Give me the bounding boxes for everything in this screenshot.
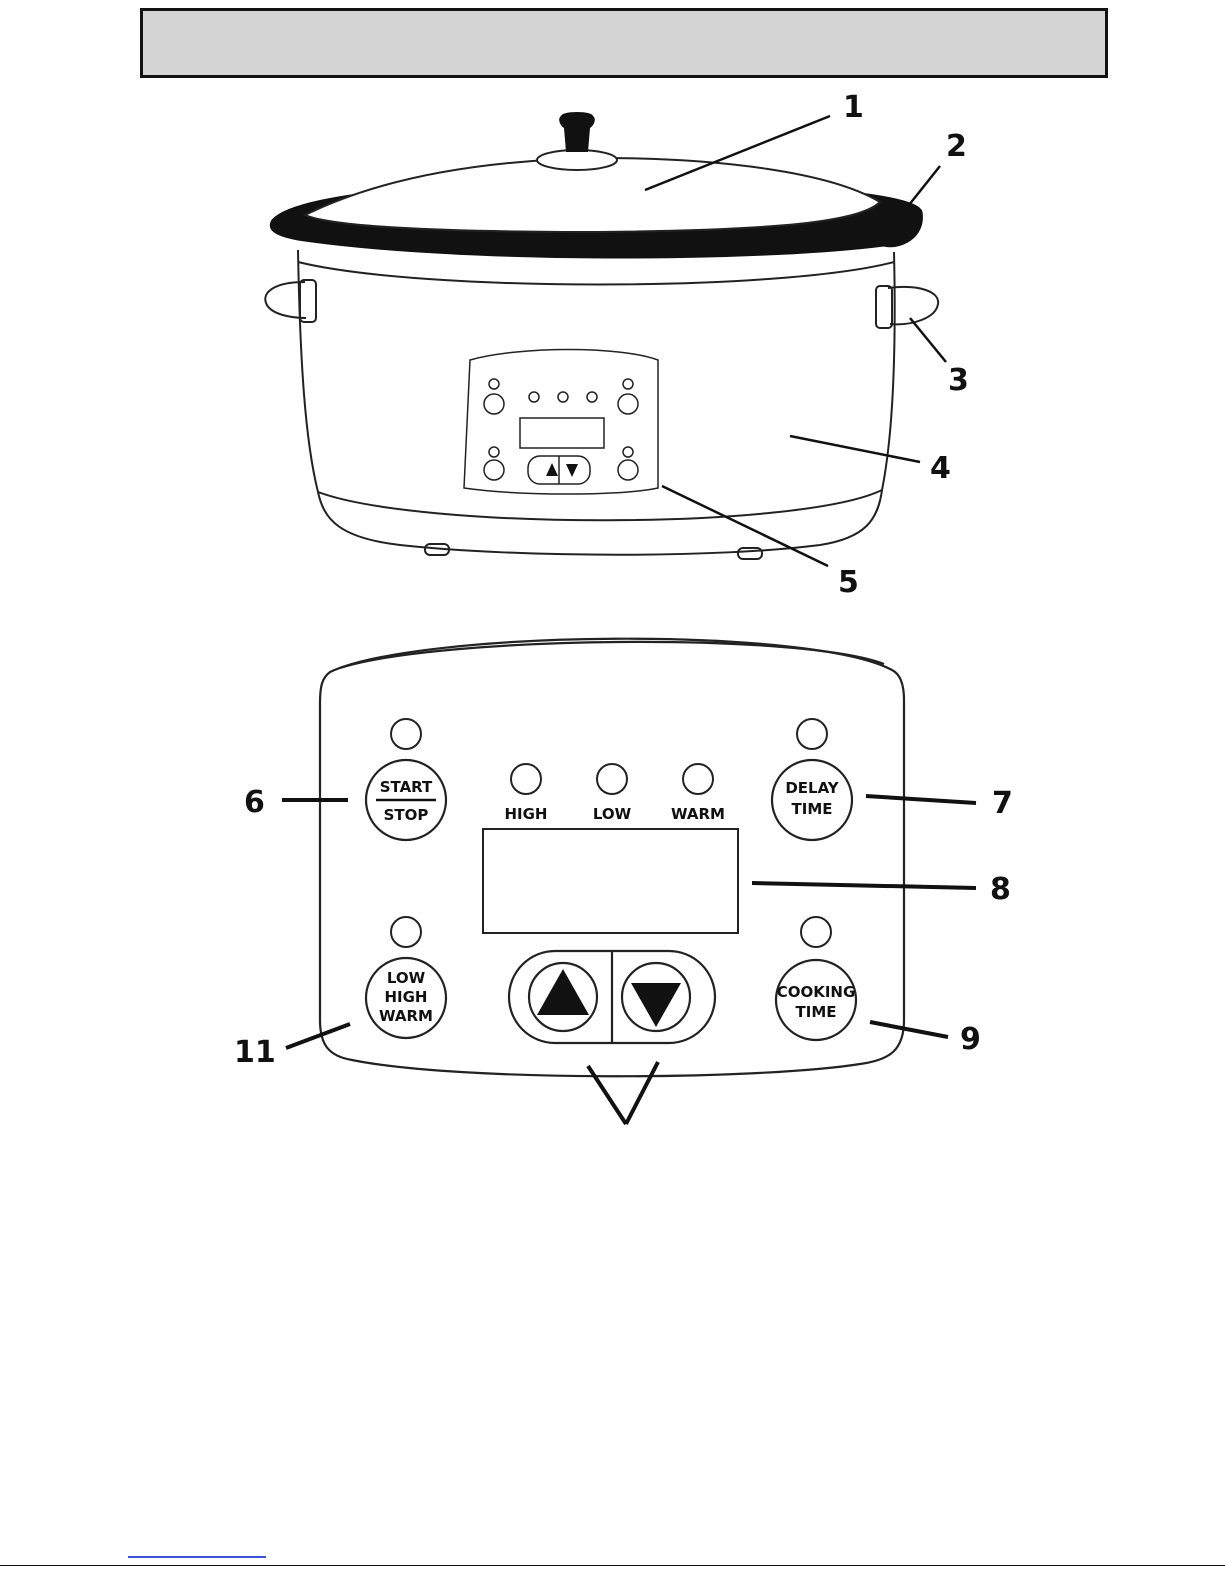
warm-indicator [683, 764, 713, 794]
setting-label-3: WARM [379, 1007, 433, 1025]
callout-1: 1 [843, 90, 864, 125]
setting-label-2: HIGH [384, 988, 427, 1006]
setting-indicator [391, 917, 421, 947]
high-mode-label: HIGH [504, 805, 547, 823]
callout-6: 6 [244, 785, 265, 820]
callout-7: 7 [992, 786, 1013, 821]
callout-4: 4 [930, 451, 951, 486]
left-handle-clip [300, 280, 316, 322]
start-stop-indicator [391, 719, 421, 749]
slow-cooker-illustration [265, 250, 938, 559]
lid-knob [559, 116, 595, 152]
callout-8: 8 [990, 872, 1011, 907]
down-button[interactable] [622, 963, 690, 1031]
callout-5: 5 [838, 565, 859, 600]
low-indicator [597, 764, 627, 794]
setting-label-1: LOW [387, 969, 426, 987]
callout-9: 9 [960, 1022, 981, 1057]
callout-11: 11 [234, 1035, 276, 1070]
callout-2: 2 [946, 129, 967, 164]
cooker-base [318, 490, 882, 555]
low-mode-label: LOW [593, 805, 632, 823]
cooker-body [298, 250, 895, 520]
delay-label-1: DELAY [785, 779, 839, 797]
delay-indicator [797, 719, 827, 749]
warm-mode-label: WARM [671, 805, 725, 823]
cooking-label-2: TIME [796, 1003, 837, 1021]
body-up-icon [546, 463, 558, 476]
body-control-panel [464, 350, 658, 495]
right-handle-clip [876, 286, 892, 328]
cooker-body-rim [298, 262, 894, 285]
stop-label: STOP [384, 806, 429, 824]
footer-link-underline[interactable] [128, 1556, 266, 1558]
high-indicator [511, 764, 541, 794]
start-stop-button[interactable]: START STOP [366, 760, 446, 840]
footer-rule [0, 1565, 1225, 1566]
callout-3: 3 [948, 363, 969, 398]
foot-right [738, 548, 762, 559]
body-down-icon [566, 464, 578, 477]
up-button[interactable] [529, 963, 597, 1031]
start-label: START [380, 778, 433, 796]
cooking-indicator [801, 917, 831, 947]
lcd-display [483, 829, 738, 933]
setting-button[interactable]: LOW HIGH WARM [366, 958, 446, 1038]
cooking-time-button[interactable]: COOKING TIME [776, 960, 856, 1040]
delay-label-2: TIME [792, 800, 833, 818]
delay-time-button[interactable]: DELAY TIME [772, 760, 852, 840]
cooking-label-1: COOKING [777, 983, 856, 1001]
lid-knob-base [537, 150, 617, 170]
